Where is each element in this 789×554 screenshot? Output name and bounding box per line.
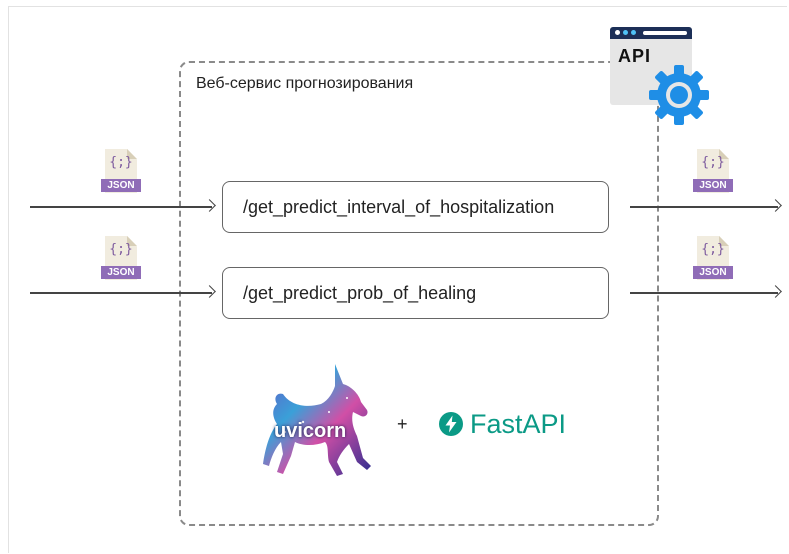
endpoint-prob-of-healing: /get_predict_prob_of_healing bbox=[222, 267, 609, 319]
window-address-bar bbox=[643, 31, 687, 35]
json-file-icon: {;} JSON bbox=[101, 236, 141, 284]
api-label: API bbox=[618, 46, 652, 66]
window-dot bbox=[631, 30, 636, 35]
api-window-titlebar bbox=[610, 27, 692, 39]
plus-sign: + bbox=[397, 414, 408, 434]
uvicorn-logo bbox=[263, 364, 371, 476]
json-file-icon: {;} JSON bbox=[101, 149, 141, 197]
service-title: Веб-сервис прогнозирования bbox=[196, 75, 414, 92]
diagram-frame bbox=[8, 6, 787, 553]
json-file-icon: {;} JSON bbox=[693, 149, 733, 197]
input-arrow bbox=[30, 206, 212, 208]
gear-icon bbox=[649, 65, 709, 125]
output-arrow bbox=[630, 206, 778, 208]
output-arrow bbox=[630, 292, 778, 294]
json-file-icon: {;} JSON bbox=[693, 236, 733, 284]
input-arrow bbox=[30, 292, 212, 294]
uvicorn-wordmark: uvicorn bbox=[274, 420, 347, 442]
fastapi-wordmark: FastAPI bbox=[470, 409, 567, 439]
endpoint-path: /get_predict_prob_of_healing bbox=[243, 282, 477, 303]
window-dot bbox=[623, 30, 628, 35]
window-dot bbox=[615, 30, 620, 35]
endpoint-path: /get_predict_interval_of_hospitalization bbox=[243, 196, 555, 217]
fastapi-bolt-icon bbox=[439, 412, 463, 436]
endpoint-interval-of-hospitalization: /get_predict_interval_of_hospitalization bbox=[222, 181, 609, 233]
